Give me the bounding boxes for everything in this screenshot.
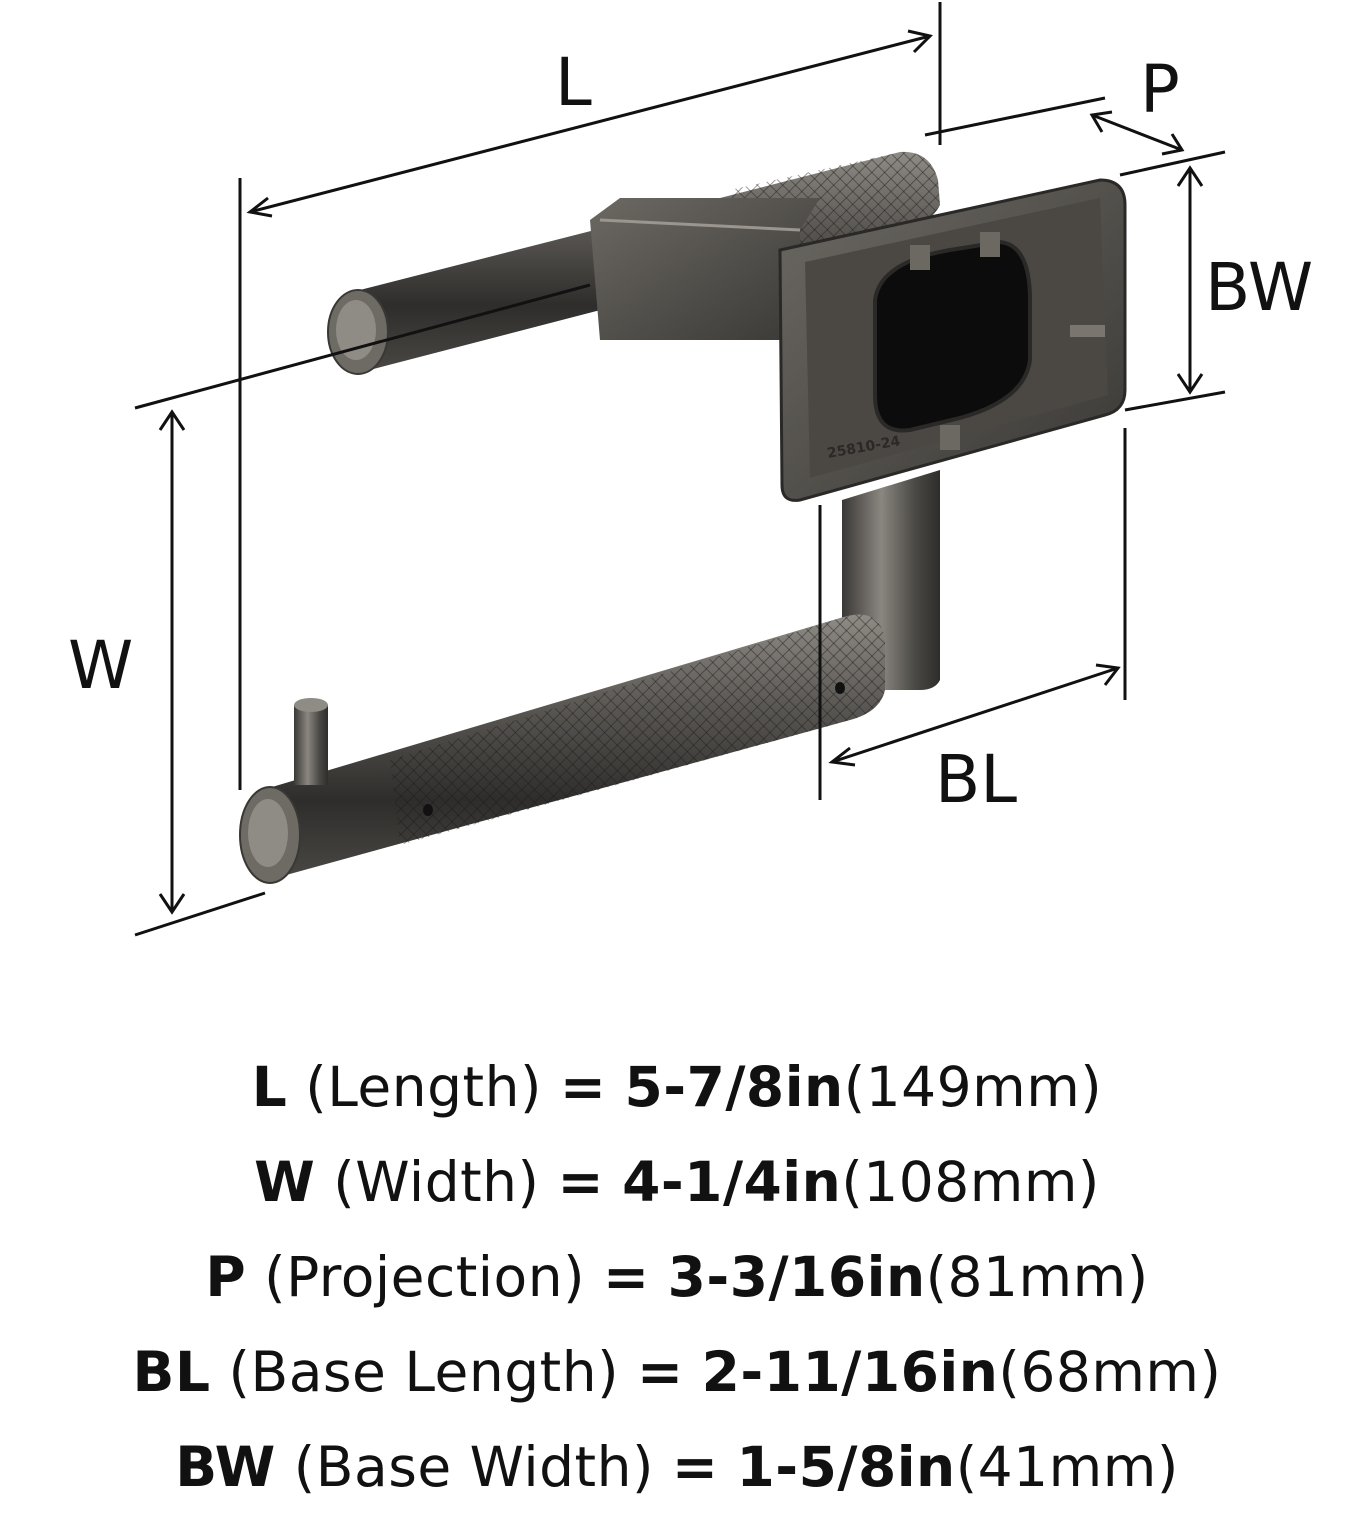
spec-name: (Width) [333,1150,540,1214]
spec-row-base-length: BL (Base Length) = 2-11/16in(68mm) [0,1325,1354,1420]
dim-w-extension-bottom [134,891,266,937]
dim-l-arrow-line [249,34,931,214]
spec-metric: (149mm) [843,1055,1103,1119]
dim-p-arrowhead-right [1161,133,1185,156]
dim-bw-arrowhead-bottom [1176,373,1204,395]
dim-label-bw: BW [1205,249,1313,326]
dim-p-arrow-line [1091,113,1183,152]
spec-equals: = [637,1340,684,1404]
spec-imperial: 1-5/8in [736,1435,956,1499]
spec-metric: (41mm) [955,1435,1179,1499]
spec-code: L [251,1055,288,1119]
spec-name: (Base Width) [293,1435,654,1499]
dim-bl-arrow-line [831,666,1119,764]
spec-row-projection: P (Projection) = 3-3/16in(81mm) [0,1230,1354,1325]
dim-p-extension-top [924,96,1106,137]
dim-bl-arrowhead-right [1095,663,1121,686]
dimension-lines [134,2,1226,937]
product-dimension-diagram: 25810-24 [68,2,1313,937]
dim-label-l: L [555,44,592,121]
spec-row-base-width: BW (Base Width) = 1-5/8in(41mm) [0,1420,1354,1515]
dim-w-arrowhead-bottom [158,893,186,915]
dim-bw-extension-bottom [1124,390,1226,412]
dim-p-extension-bottom [1119,150,1226,177]
dim-label-w: W [68,627,133,704]
dim-p-arrowhead-left [1089,110,1113,133]
spec-metric: (81mm) [925,1245,1149,1309]
spec-imperial: 2-11/16in [701,1340,999,1404]
spec-name: (Base Length) [228,1340,620,1404]
lower-bar [239,614,885,884]
spec-code: BW [175,1435,276,1499]
spec-code: P [205,1245,247,1309]
spec-equals: = [603,1245,650,1309]
spec-imperial: 4-1/4in [622,1150,842,1214]
dim-bl-arrowhead-left [828,746,856,767]
dim-label-p: P [1140,51,1180,128]
spec-equals: = [557,1150,605,1214]
dim-label-bl: BL [935,741,1017,818]
spec-name: (Length) [305,1055,542,1119]
spec-metric: (108mm) [841,1150,1100,1214]
dim-w-arrowhead-top [158,409,186,431]
spec-imperial: 3-3/16in [667,1245,926,1309]
spec-code: W [254,1150,316,1214]
spec-row-length: L (Length) = 5-7/8in(149mm) [0,1040,1354,1135]
mounting-plate: 25810-24 [778,178,1127,502]
spec-name: (Projection) [264,1245,586,1309]
dimension-spec-list: L (Length) = 5-7/8in(149mm) W (Width) = … [0,1040,1354,1515]
spec-metric: (68mm) [998,1340,1222,1404]
spec-code: BL [132,1340,211,1404]
toilet-paper-holder-illustration: 25810-24 [239,151,1127,884]
spec-row-width: W (Width) = 4-1/4in(108mm) [0,1135,1354,1230]
spec-imperial: 5-7/8in [624,1055,844,1119]
arm-block [590,198,820,340]
spec-equals: = [671,1435,719,1499]
dim-l-arrowhead-left [246,196,273,218]
dim-l-arrowhead-right [907,29,933,54]
spec-equals: = [559,1055,607,1119]
dim-bw-arrowhead-top [1176,165,1204,187]
dim-w-extension-top [134,283,591,410]
